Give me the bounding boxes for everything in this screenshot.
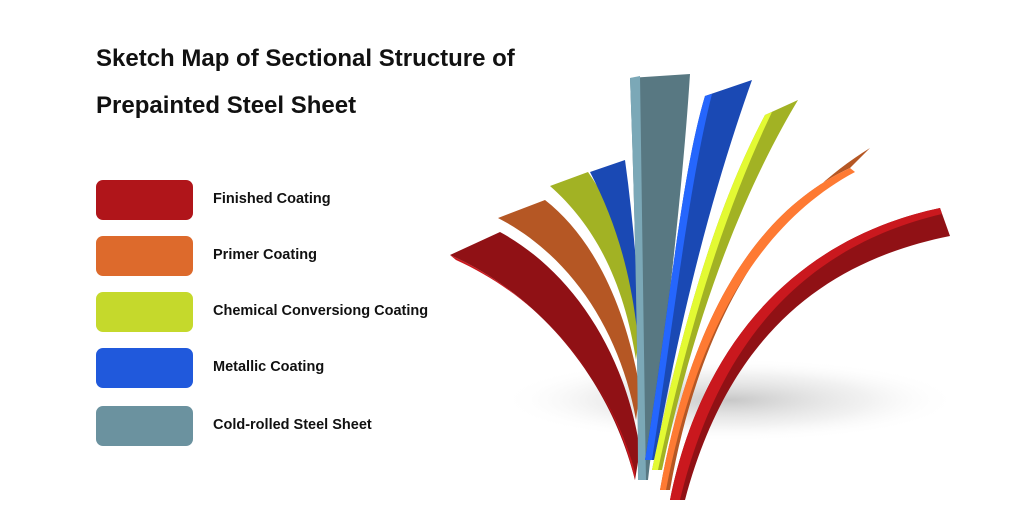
legend-swatch-finished-coating bbox=[96, 180, 193, 220]
legend-label-cold-rolled-steel-sheet: Cold-rolled Steel Sheet bbox=[213, 417, 372, 433]
legend-label-metallic-coating: Metallic Coating bbox=[213, 359, 325, 375]
strip-finished-coating-left bbox=[450, 232, 640, 480]
legend-swatch-primer-coating bbox=[96, 236, 193, 276]
legend-swatch-chemical-conversion-coating bbox=[96, 292, 193, 332]
strip-chemical-conversion-coating-right-edge bbox=[652, 112, 772, 470]
strip-chemical-conversion-coating-right bbox=[652, 100, 798, 470]
legend-label-finished-coating: Finished Coating bbox=[213, 191, 331, 207]
legend-label-primer-coating: Primer Coating bbox=[213, 247, 317, 263]
strip-primer-coating-left bbox=[498, 200, 640, 420]
diagram-title-line-2: Prepainted Steel Sheet bbox=[96, 92, 357, 119]
strip-chemical-conversion-coating-left bbox=[550, 172, 640, 360]
legend-item-cold-rolled-steel-sheet: Cold-rolled Steel Sheet bbox=[96, 406, 546, 446]
legend-swatch-cold-rolled-steel-sheet bbox=[96, 406, 193, 446]
strip-cold-rolled-steel-sheet-edge bbox=[630, 76, 646, 480]
legend-item-metallic-coating: Metallic Coating bbox=[96, 348, 546, 388]
strip-metallic-coating-right-edge bbox=[645, 94, 712, 460]
legend-item-finished-coating: Finished Coating bbox=[96, 180, 546, 220]
strip-cold-rolled-steel-sheet bbox=[630, 74, 690, 480]
layer-fan-illustration bbox=[450, 74, 960, 500]
legend-label-chemical-conversion-coating: Chemical Conversiong Coating bbox=[213, 303, 429, 319]
strip-metallic-coating-right bbox=[645, 80, 752, 460]
legend-swatch-metallic-coating bbox=[96, 348, 193, 388]
legend-item-primer-coating: Primer Coating bbox=[96, 236, 546, 276]
legend-item-chemical-conversion-coating: Chemical Conversiong Coating bbox=[96, 292, 546, 332]
strip-metallic-coating-left bbox=[590, 160, 640, 330]
diagram-title-line-1: Sketch Map of Sectional Structure of bbox=[96, 45, 515, 72]
